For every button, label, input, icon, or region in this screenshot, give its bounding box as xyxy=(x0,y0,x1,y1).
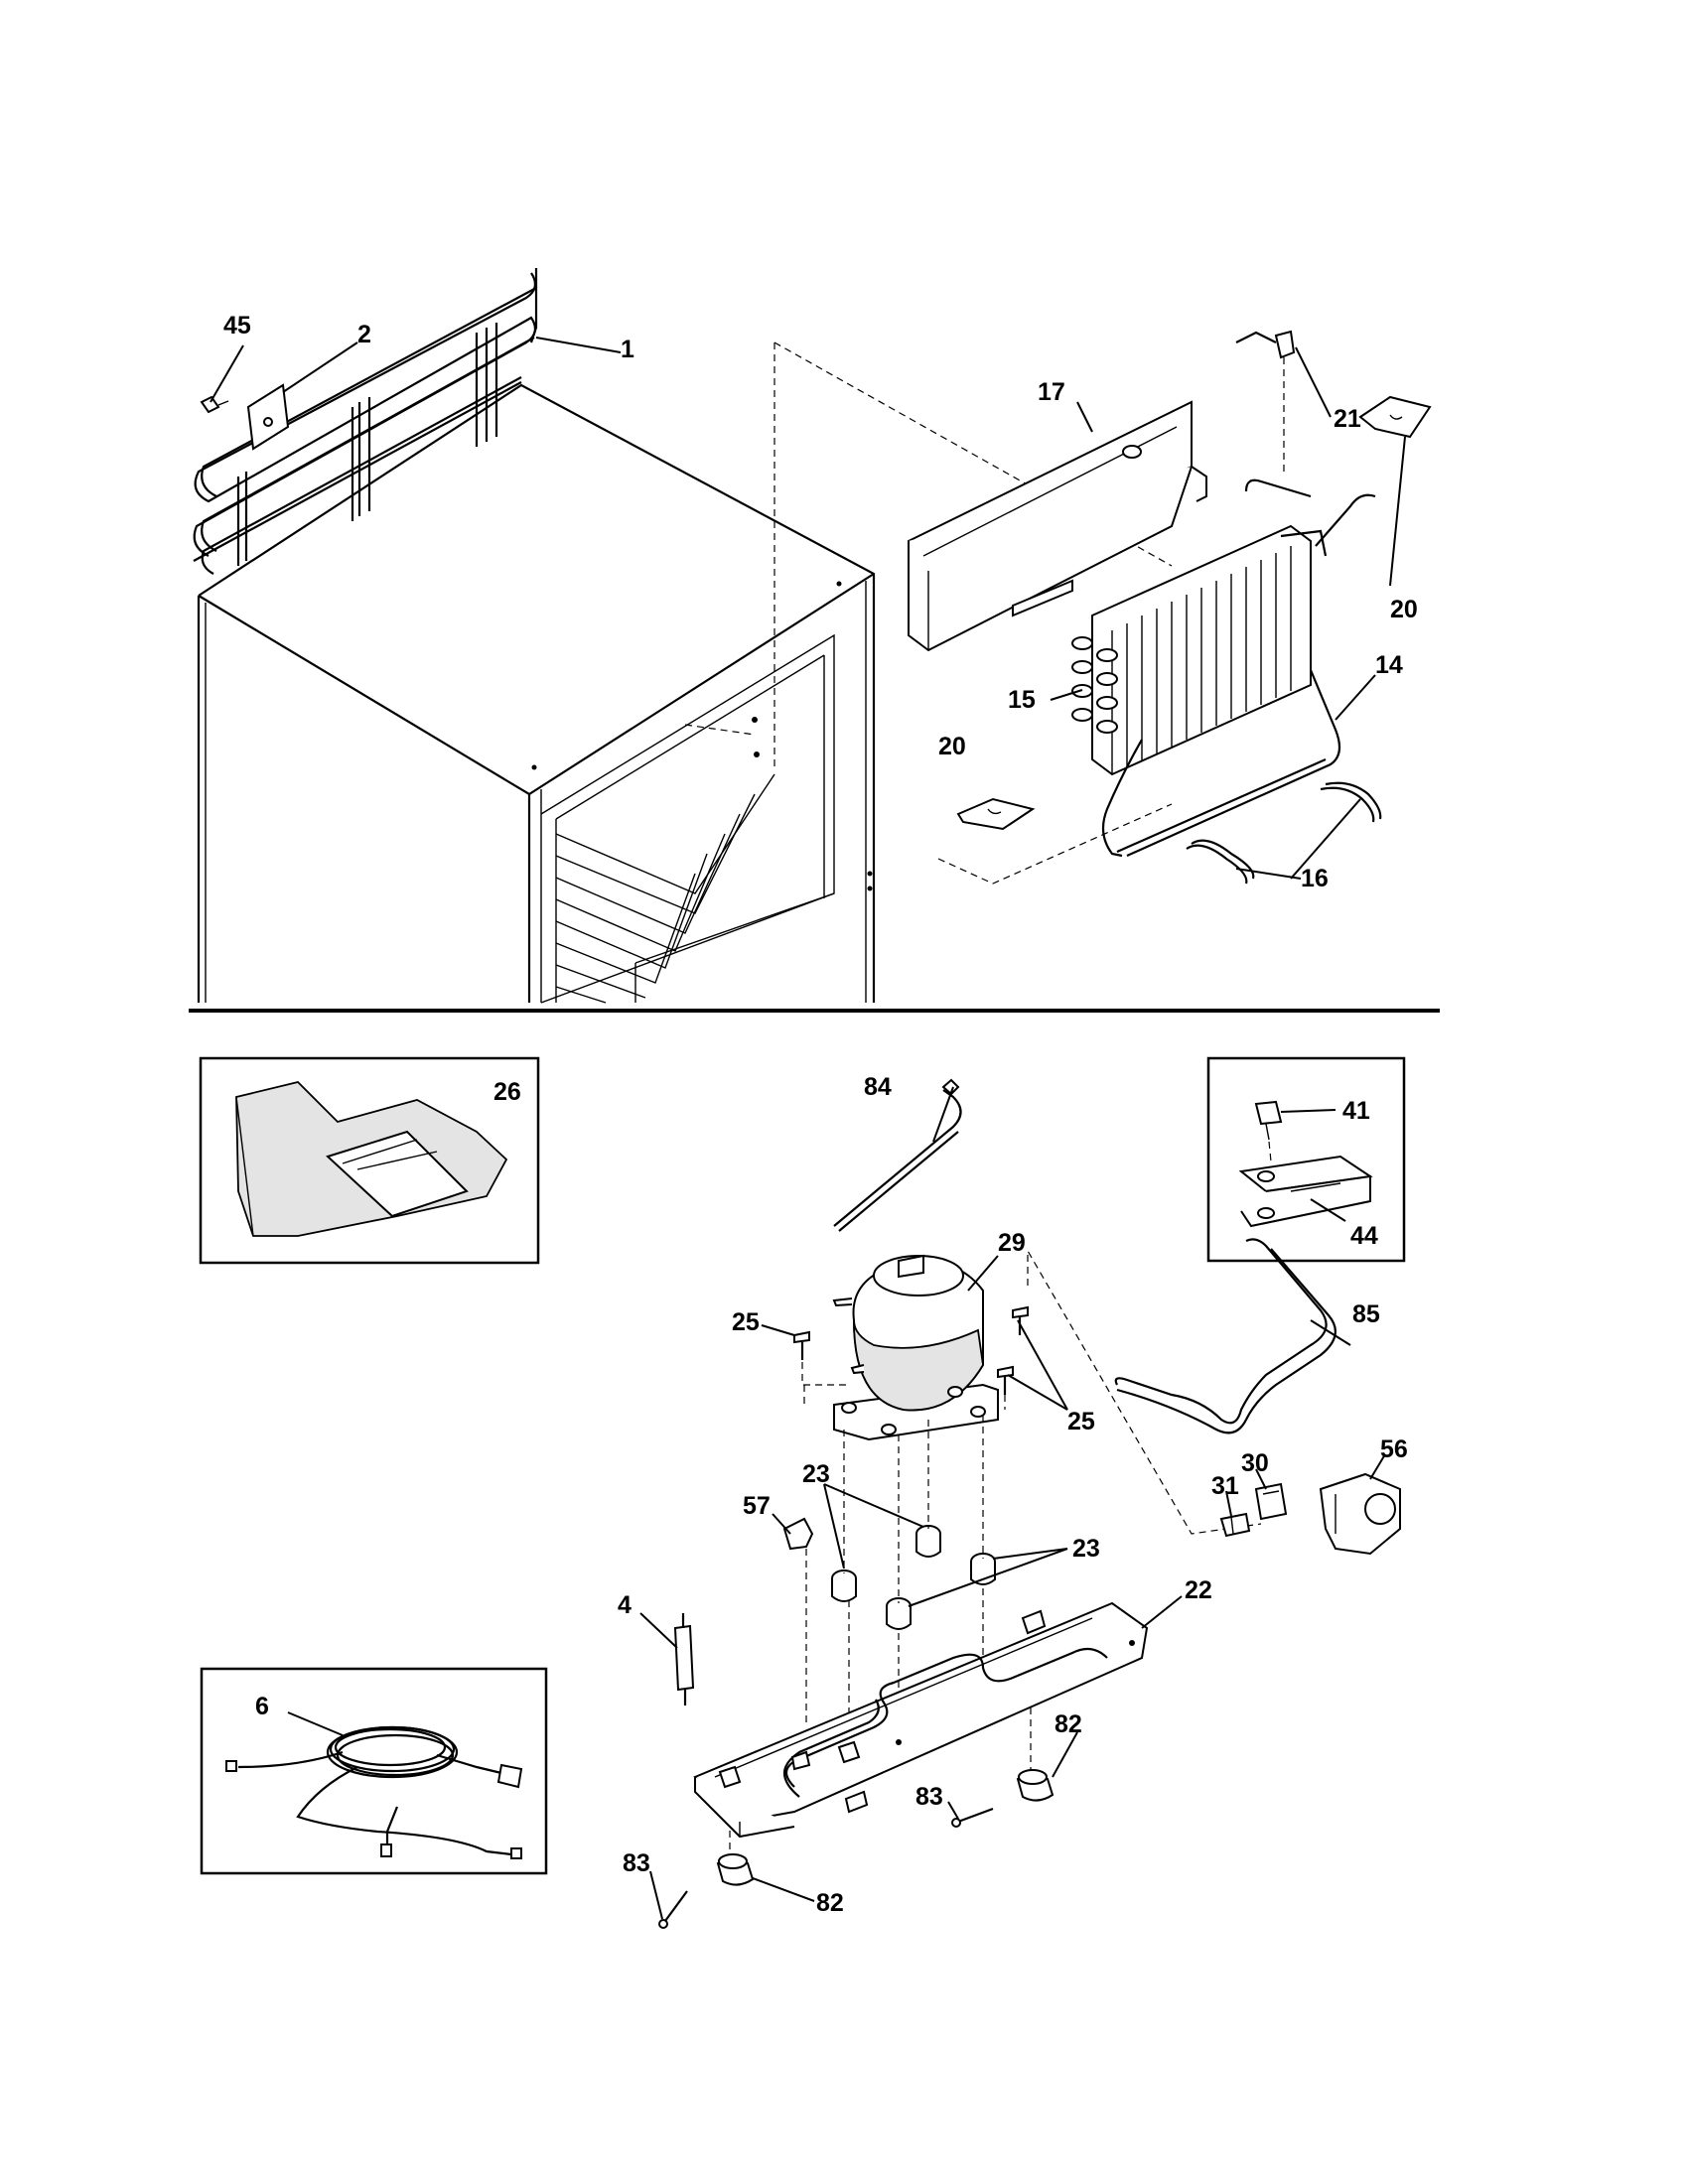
defrost-sensor-21 xyxy=(1235,330,1296,472)
callout-25-left: 25 xyxy=(732,1308,760,1336)
inset-box-41-44 xyxy=(1206,1056,1406,1263)
callout-20-left: 20 xyxy=(938,733,966,760)
callout-30: 30 xyxy=(1241,1449,1269,1477)
screws-25 xyxy=(793,1305,1029,1395)
pad-20-left xyxy=(937,797,1173,885)
callout-44: 44 xyxy=(1350,1222,1378,1250)
cover-31 xyxy=(1219,1512,1251,1538)
callout-25-right: 25 xyxy=(1067,1408,1095,1435)
relay-56 xyxy=(1319,1472,1401,1556)
callout-56: 56 xyxy=(1380,1435,1408,1463)
callout-23-mid: 23 xyxy=(1072,1535,1100,1563)
screw-45 xyxy=(200,395,229,414)
callout-2: 2 xyxy=(357,321,371,348)
callout-82-right: 82 xyxy=(1055,1710,1082,1738)
callout-31: 31 xyxy=(1211,1472,1239,1500)
grommets-23 xyxy=(831,1525,996,1630)
callout-83-right: 83 xyxy=(915,1783,943,1811)
bracket-2 xyxy=(246,383,290,451)
clip-57 xyxy=(782,1517,814,1727)
inset-box-26 xyxy=(199,1056,540,1265)
callout-82-left: 82 xyxy=(816,1889,844,1917)
callout-14: 14 xyxy=(1375,651,1403,679)
callout-22: 22 xyxy=(1185,1576,1212,1604)
condenser-coil xyxy=(193,268,538,575)
pad-20-right xyxy=(1358,395,1432,439)
callout-6: 6 xyxy=(255,1693,269,1720)
evaporator xyxy=(1071,478,1376,776)
callout-20-right: 20 xyxy=(1390,596,1418,623)
base-pan-22 xyxy=(693,1601,1149,1839)
foot-82-right xyxy=(1016,1769,1055,1802)
evaporator-cover xyxy=(908,400,1207,652)
screw-83-left xyxy=(658,1890,688,1929)
callout-41: 41 xyxy=(1342,1097,1370,1125)
callout-57: 57 xyxy=(743,1492,771,1520)
leader-lines xyxy=(210,337,1406,1920)
callout-85: 85 xyxy=(1352,1300,1380,1328)
overload-30 xyxy=(1254,1482,1288,1521)
drain-trough xyxy=(1101,669,1341,858)
callout-1: 1 xyxy=(621,336,634,363)
callout-17: 17 xyxy=(1038,378,1065,406)
foot-82-left xyxy=(716,1853,755,1886)
callout-16: 16 xyxy=(1301,865,1329,892)
screw-83-right xyxy=(951,1807,994,1828)
tube-84 xyxy=(833,1078,962,1232)
callout-23-top: 23 xyxy=(802,1460,830,1488)
callout-15: 15 xyxy=(1008,686,1036,714)
callout-45: 45 xyxy=(223,312,251,340)
callout-29: 29 xyxy=(998,1229,1026,1257)
inset-box-6 xyxy=(200,1667,548,1875)
callout-84: 84 xyxy=(864,1073,892,1101)
callout-21: 21 xyxy=(1334,405,1361,433)
callout-4: 4 xyxy=(618,1591,632,1619)
clip-16 xyxy=(1186,781,1382,885)
callout-83-left: 83 xyxy=(623,1849,650,1877)
cabinet xyxy=(197,383,876,1004)
drier-4 xyxy=(673,1613,695,1706)
callout-26: 26 xyxy=(493,1078,521,1106)
callout-labels: 45 2 1 17 21 20 15 14 20 16 26 84 41 44 … xyxy=(223,312,1418,1917)
compressor xyxy=(832,1254,999,1441)
tube-85 xyxy=(1114,1238,1336,1434)
